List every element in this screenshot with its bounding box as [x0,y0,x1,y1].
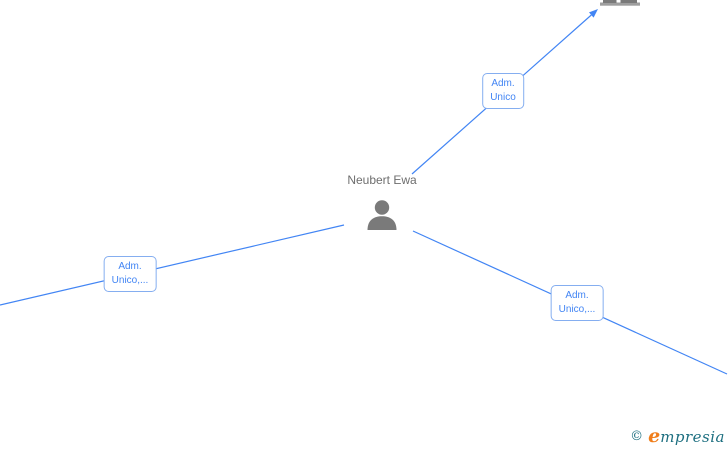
empresia-watermark: © empresia [630,425,725,447]
edge-label-bottom-right[interactable]: Adm. Unico,... [550,285,604,321]
copyright-icon: © [630,429,644,444]
center-node-name: Neubert Ewa [347,173,417,187]
edge-label-line1: Adm. [118,261,142,272]
center-node[interactable]: Neubert Ewa [309,173,455,231]
edge-label-line2: Unico,... [558,304,596,315]
edge-label-line2: Unico,... [111,275,149,286]
edge-label-top-right[interactable]: Adm. Unico [482,73,524,109]
edge-label-line2: Unico [490,92,516,103]
edge-label-line1: Adm. [491,78,515,89]
edge-label-left[interactable]: Adm. Unico,... [103,256,157,292]
person-icon [367,200,397,230]
edge-label-line1: Adm. [565,290,589,301]
brand-name: mpresia [660,428,725,446]
edge-line-left [0,224,345,306]
brand-initial: e [648,425,661,447]
arrowhead-icon [589,9,598,18]
partial-building-icon[interactable] [600,0,640,6]
